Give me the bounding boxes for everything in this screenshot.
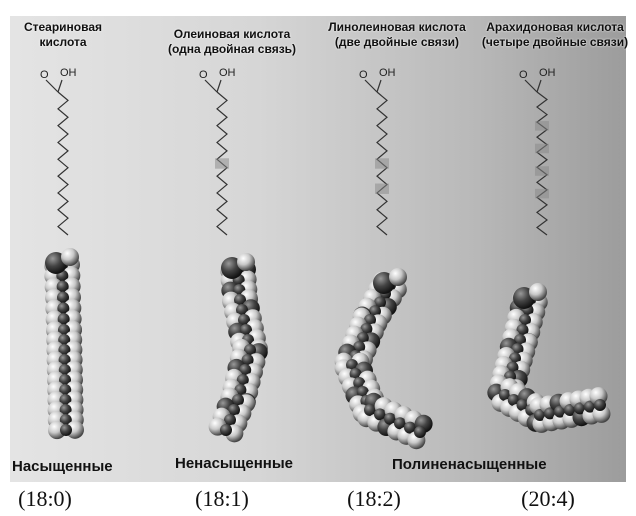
oxygen-label: O: [359, 69, 368, 81]
category-unsaturated: Ненасыщенные: [175, 455, 294, 472]
acid-name: Линолеиновая кислота: [328, 20, 466, 34]
hydroxyl-label: OH: [539, 67, 556, 79]
oxygen-label: O: [199, 69, 208, 81]
ratio-linoleic: (18:2): [347, 486, 401, 511]
acid-subtitle: (одна двойная связь): [167, 42, 297, 56]
space-filling-model: [334, 268, 433, 450]
acid-subtitle: (четыре двойные связи): [481, 35, 629, 49]
hydroxyl-label: OH: [379, 67, 396, 79]
acid-subtitle: (две двойные связи): [334, 35, 460, 49]
skeletal-formula: O OH: [40, 67, 77, 236]
oxygen-label: O: [40, 69, 49, 81]
category-saturated: Насыщенные: [12, 458, 113, 475]
acid-name: Стеариновая: [23, 20, 103, 34]
acid-name: Олеиновая кислота: [173, 27, 291, 41]
acid-name: Арахидоновая кислота: [486, 20, 624, 34]
ratio-stearic: (18:0): [18, 486, 72, 511]
acid-subtitle: кислота: [39, 35, 87, 49]
oxygen-label: O: [519, 69, 528, 81]
skeletal-formula: O OH: [519, 67, 556, 236]
ratio-arachidonic: (20:4): [521, 486, 575, 511]
acid-title-linoleic: Линолеиновая кислота(две двойные связи): [328, 20, 466, 50]
space-filling-model: [487, 283, 611, 433]
skeletal-formula: O OH: [199, 67, 236, 236]
acid-title-oleic: Олеиновая кислота(одна двойная связь): [168, 27, 296, 57]
category-polyunsaturated: Полиненасыщенные: [392, 456, 547, 473]
ratio-oleic: (18:1): [195, 486, 249, 511]
space-filling-model: [208, 253, 268, 443]
hydroxyl-label: OH: [219, 67, 236, 79]
acid-title-arachidonic: Арахидоновая кислота(четыре двойные связ…: [482, 20, 628, 50]
hydroxyl-label: OH: [60, 67, 77, 79]
space-filling-model: [44, 248, 84, 440]
skeletal-formula: O OH: [359, 67, 396, 236]
